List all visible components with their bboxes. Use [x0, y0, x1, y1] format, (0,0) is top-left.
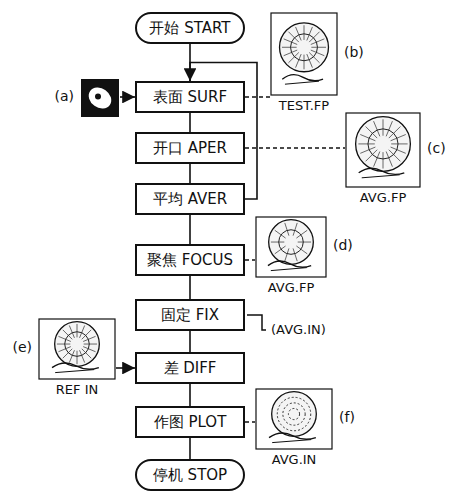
dashed-link [245, 147, 345, 149]
process-box: 平均 AVER [135, 183, 245, 215]
image-panel: (d)AVG.FP [255, 216, 327, 296]
terminal-pill: 开始 START [135, 12, 245, 44]
figure-letter: (c) [427, 140, 446, 156]
image-panel: (f)AVG.IN [255, 388, 333, 468]
terminal-pill: 停机 STOP [135, 459, 245, 491]
flow-line [189, 331, 191, 352]
flow-line [189, 164, 191, 183]
leader-line [247, 315, 266, 330]
file-name: AVG.FP [255, 280, 327, 296]
flow-line [189, 276, 191, 299]
sample-picture [270, 12, 338, 96]
process-box: 表面 SURF [135, 81, 245, 113]
image-panel: (e)REF IN [38, 318, 116, 398]
figure-letter: (a) [54, 88, 74, 104]
file-name: TEST.FP [270, 98, 338, 114]
output-label: (AVG.IN) [270, 322, 327, 337]
flow-line [189, 113, 191, 132]
flow-line [189, 384, 191, 406]
sample-picture [255, 388, 333, 450]
file-name: AVG.IN [255, 452, 333, 468]
process-box: 差 DIFF [135, 352, 245, 384]
figure-letter: (e) [12, 339, 32, 355]
sample-picture [345, 112, 421, 188]
box-label: 表面 SURF [153, 88, 227, 106]
box-label: 开口 APER [153, 139, 227, 157]
process-box: 开口 APER [135, 132, 245, 164]
process-box: 作图 PLOT [135, 406, 245, 438]
box-label: 差 DIFF [164, 359, 217, 377]
figure-letter: (f) [339, 409, 355, 425]
box-label: 固定 FIX [161, 306, 219, 324]
flow-line [120, 96, 135, 98]
dashed-link [245, 96, 270, 98]
box-label: 停机 STOP [153, 466, 227, 484]
image-panel: (b)TEST.FP [270, 12, 338, 114]
flow-line [189, 215, 191, 244]
image-panel: (a) [80, 78, 120, 118]
dashed-link [245, 259, 255, 261]
sample-picture [38, 318, 116, 380]
sample-picture [255, 216, 327, 278]
figure-letter: (d) [333, 237, 353, 253]
box-label: 聚焦 FOCUS [147, 251, 233, 269]
file-name: AVG.FP [345, 190, 421, 206]
dashed-link [245, 421, 255, 423]
box-label: 平均 AVER [153, 190, 227, 208]
process-box: 固定 FIX [135, 299, 245, 331]
flow-line [116, 367, 135, 369]
file-name: REF IN [38, 382, 116, 398]
figure-letter: (b) [344, 44, 364, 60]
box-label: 作图 PLOT [154, 413, 227, 431]
process-box: 聚焦 FOCUS [135, 244, 245, 276]
sample-picture [80, 78, 120, 118]
flow-line [189, 438, 191, 459]
box-label: 开始 START [149, 19, 230, 37]
image-panel: (c)AVG.FP [345, 112, 421, 206]
